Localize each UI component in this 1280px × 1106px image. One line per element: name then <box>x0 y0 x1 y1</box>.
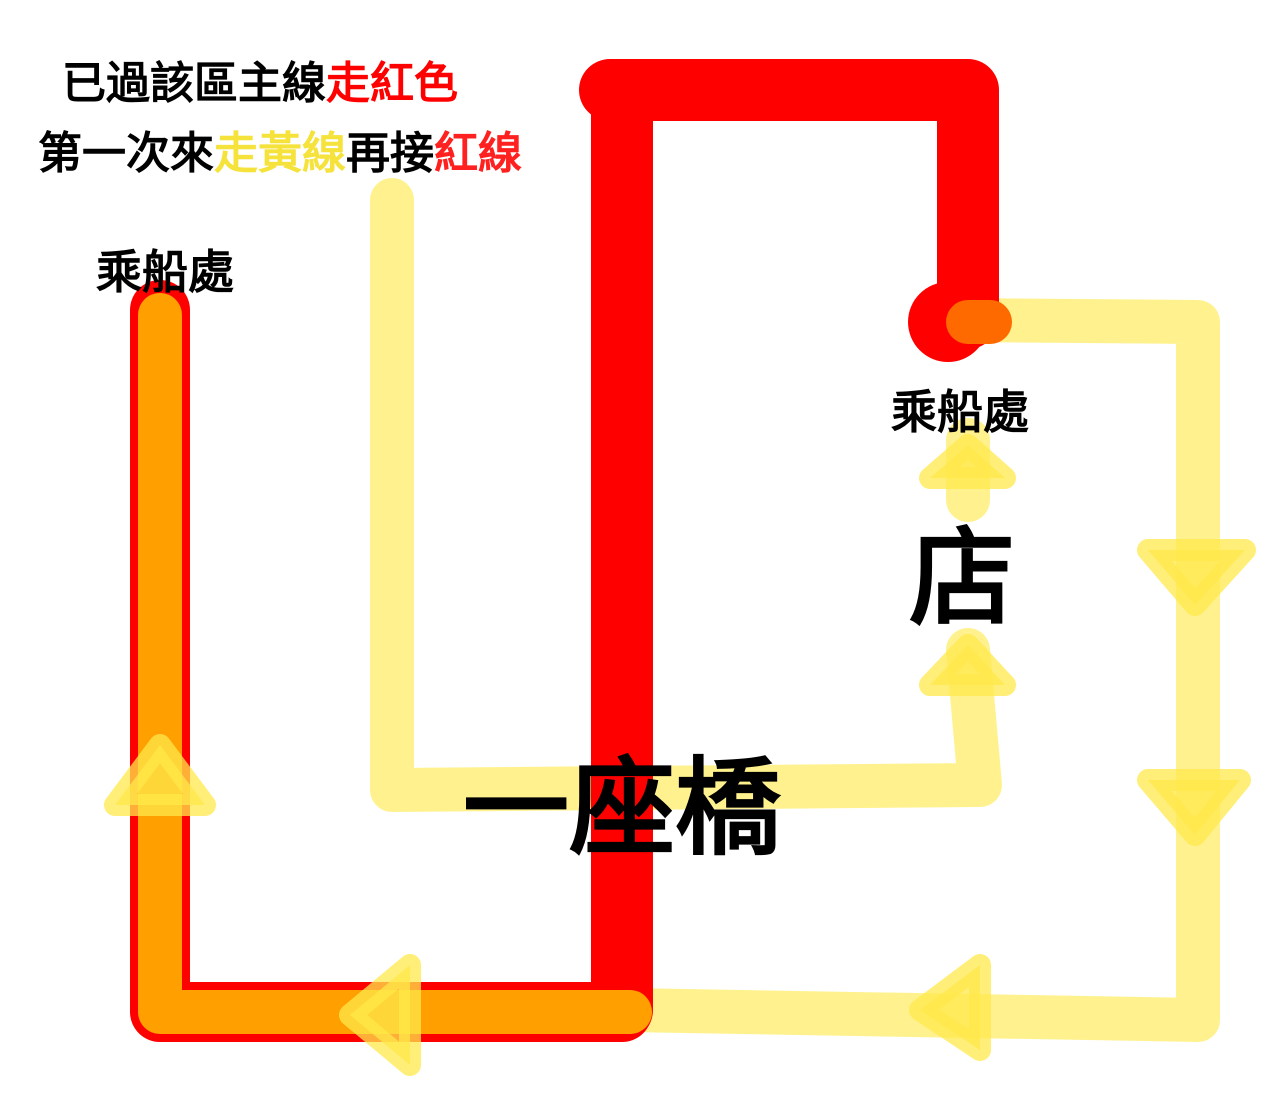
yellow-route-bridge <box>370 178 1002 812</box>
arrow-up-icon <box>104 734 216 816</box>
arrow-left-icon <box>909 954 991 1061</box>
red-route-top <box>579 59 999 349</box>
legend-line-1: 已過該區主線走紅色 <box>62 58 458 109</box>
arrow-up-icon <box>919 434 1016 489</box>
orange-route-left <box>138 293 652 1034</box>
boarding-label-right: 乘船處 <box>891 385 1029 439</box>
bridge-label: 一座橋 <box>463 747 782 870</box>
arrow-down-icon <box>1137 539 1256 616</box>
legend-line-2: 第一次來走黃線再接紅線 <box>38 128 522 179</box>
arrow-up-icon <box>919 634 1016 696</box>
store-label: 店 <box>909 517 1015 640</box>
arrow-down-icon <box>1137 769 1251 846</box>
boarding-label-left: 乘船處 <box>96 245 234 299</box>
arrow-left-icon <box>339 954 421 1076</box>
